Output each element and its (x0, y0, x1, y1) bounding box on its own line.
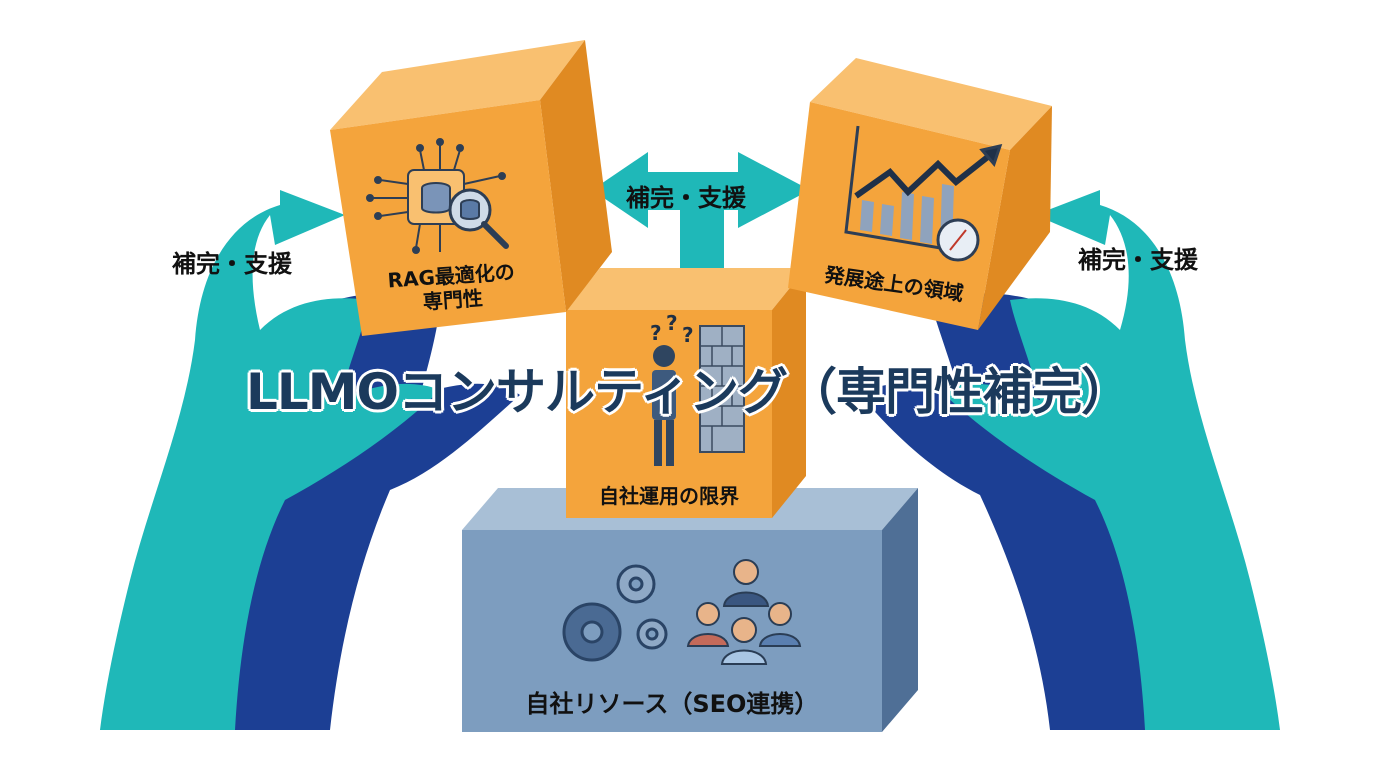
support-label-center: 補完・支援 (626, 184, 746, 212)
team-people-icon (686, 559, 802, 665)
center-double-arrow (592, 152, 810, 290)
svg-text:?: ? (682, 323, 694, 347)
left-hand-front (100, 190, 440, 730)
left-hand (100, 190, 520, 730)
box-label-rag: RAG最適化の 専門性 (380, 259, 523, 317)
support-label-left: 補完・支援 (172, 250, 292, 278)
middle-box: ? ? ? (566, 268, 806, 518)
top-right-box (788, 58, 1052, 330)
box-label-internal-resources: 自社リソース（SEO連携） (525, 690, 819, 718)
growth-chart-compass-icon (844, 125, 1003, 262)
svg-text:?: ? (650, 321, 662, 345)
circuit-database-search-icon (366, 138, 509, 254)
support-label-right: 補完・支援 (1078, 246, 1198, 274)
diagram-title: LLMOコンサルティング（専門性補完） (246, 363, 1131, 421)
box-label-internal-limits: 自社運用の限界 (599, 484, 739, 508)
right-hand (860, 190, 1280, 730)
svg-text:?: ? (666, 311, 678, 335)
top-left-box (330, 40, 612, 336)
gears-icon (562, 564, 668, 662)
confused-person-wall-icon: ? ? ? (650, 311, 745, 466)
right-hand-front (940, 190, 1280, 730)
